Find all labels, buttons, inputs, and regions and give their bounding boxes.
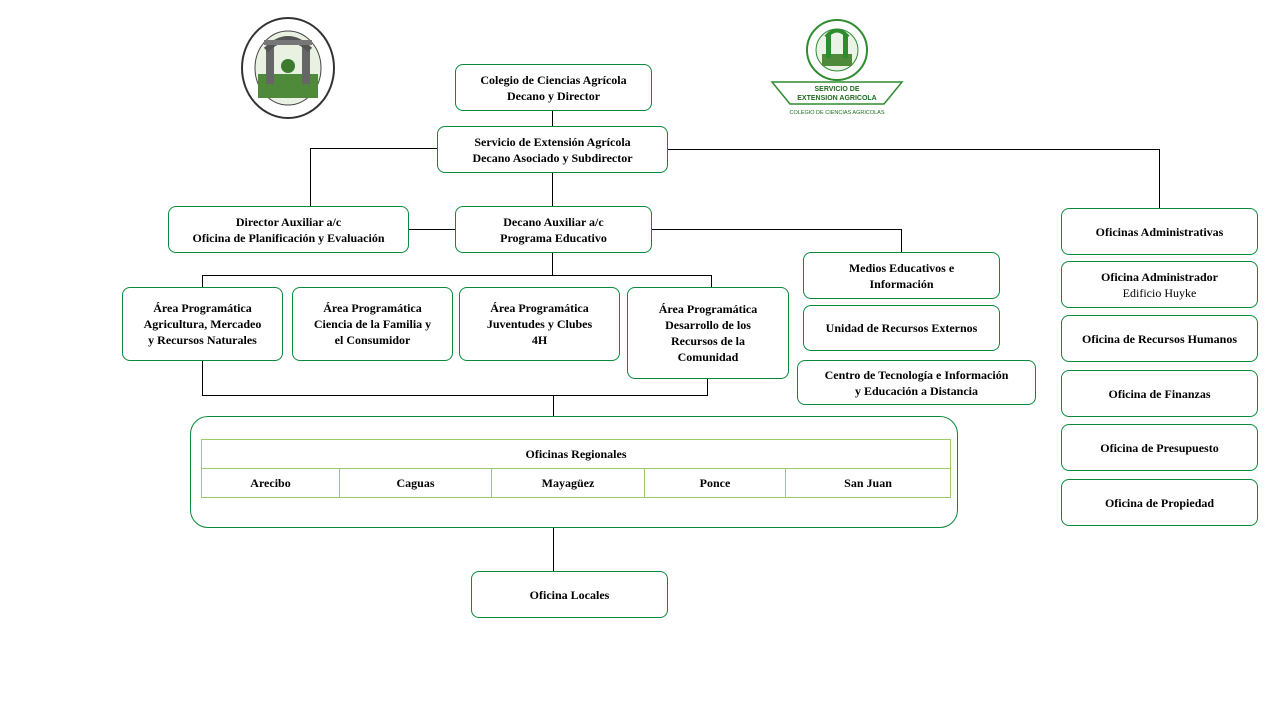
medios-educativos-box: Medios Educativos e Información [803, 252, 1000, 299]
connector [552, 110, 553, 126]
connector [310, 148, 437, 149]
svg-text:SERVICIO DE: SERVICIO DE [815, 86, 860, 93]
connector [1159, 149, 1160, 208]
node-line: Desarrollo de los [665, 318, 751, 332]
node-line: Oficinas Administrativas [1095, 224, 1224, 239]
region-cell-caguas: Caguas [339, 468, 492, 498]
connector [711, 275, 712, 287]
oficina-recursos-humanos-box: Oficina de Recursos Humanos [1061, 315, 1258, 362]
colegio-decano-director-box: Colegio de Ciencias Agrícola Decano y Di… [455, 64, 652, 111]
node-line: Oficina de Recursos Humanos [1081, 331, 1237, 346]
connector [901, 229, 902, 252]
director-auxiliar-box: Director Auxiliar a/c Oficina de Planifi… [168, 206, 409, 253]
area-familia-box: Área Programática Ciencia de la Familia … [292, 287, 453, 361]
connector [202, 275, 203, 287]
node-subtitle: Edificio Huyke [1122, 285, 1197, 300]
node-line: Medios Educativos e [848, 260, 955, 275]
connector [552, 252, 553, 275]
servicio-extension-box: Servicio de Extensión Agrícola Decano As… [437, 126, 668, 173]
area-agricultura-box: Área Programática Agricultura, Mercadeo … [122, 287, 283, 361]
oficina-finanzas-box: Oficina de Finanzas [1061, 370, 1258, 417]
node-line: Información [869, 276, 934, 291]
svg-text:COLEGIO DE CIENCIAS AGRICOLAS: COLEGIO DE CIENCIAS AGRICOLAS [789, 110, 884, 116]
region-cell-ponce: Ponce [644, 468, 786, 498]
oficina-administrador-box: Oficina Administrador Edificio Huyke [1061, 261, 1258, 308]
oficinas-regionales-table: Oficinas Regionales Arecibo Caguas Mayag… [200, 439, 952, 498]
node-line: Área Programática [153, 301, 252, 315]
node-line: Agricultura, Mercadeo [143, 317, 262, 331]
connector [202, 360, 203, 395]
area-comunidad-box: Área Programática Desarrollo de los Recu… [627, 287, 789, 379]
connector [667, 149, 1160, 150]
node-title: Decano Auxiliar a/c [503, 214, 604, 229]
region-cell-arecibo: Arecibo [201, 468, 340, 498]
node-title: Servicio de Extensión Agrícola [474, 134, 631, 149]
oficinas-administrativas-box: Oficinas Administrativas [1061, 208, 1258, 255]
regional-title: Oficinas Regionales [200, 439, 952, 469]
region-cell-san-juan: San Juan [784, 468, 952, 498]
connector [707, 378, 708, 395]
node-line: Unidad de Recursos Externos [825, 321, 978, 335]
table-row: Arecibo Caguas Mayagüez Ponce San Juan [201, 468, 952, 498]
centro-tecnologia-box: Centro de Tecnología e Información y Edu… [797, 360, 1036, 405]
node-line: Comunidad [677, 350, 739, 364]
node-line: Ciencia de la Familia y [313, 317, 432, 331]
decano-auxiliar-box: Decano Auxiliar a/c Programa Educativo [455, 206, 652, 253]
node-line: Oficina de Propiedad [1104, 495, 1215, 510]
node-line: Oficina Locales [529, 587, 610, 602]
node-subtitle: Programa Educativo [500, 230, 607, 245]
node-title: Oficina Administrador [1100, 269, 1218, 284]
node-line: Centro de Tecnología e Información [824, 367, 1009, 382]
connector [553, 395, 554, 423]
connector [202, 275, 712, 276]
oficinas-locales-box: Oficina Locales [471, 571, 668, 618]
connector [310, 148, 311, 206]
svg-text:EXTENSION AGRICOLA: EXTENSION AGRICOLA [797, 95, 876, 102]
node-line: y Educación a Distancia [854, 383, 978, 398]
area-juventudes-box: Área Programática Juventudes y Clubes 4H [459, 287, 620, 361]
extension-agricola-logo: SERVICIO DE EXTENSION AGRICOLA COLEGIO D… [770, 19, 904, 116]
node-line: Oficina de Presupuesto [1100, 440, 1219, 455]
oficina-presupuesto-box: Oficina de Presupuesto [1061, 424, 1258, 471]
oficina-propiedad-box: Oficina de Propiedad [1061, 479, 1258, 526]
node-line: Área Programática [658, 302, 758, 316]
uprm-seal-logo [241, 17, 335, 119]
node-line: Juventudes y Clubes [486, 317, 593, 331]
node-title: Director Auxiliar a/c [235, 214, 342, 229]
node-subtitle: Decano y Director [506, 88, 601, 103]
node-subtitle: Decano Asociado y Subdirector [472, 150, 633, 165]
node-line: Recursos de la [671, 334, 745, 348]
connector [651, 229, 902, 230]
unidad-recursos-externos-box: Unidad de Recursos Externos [803, 305, 1000, 351]
connector [552, 172, 553, 206]
connector [202, 395, 708, 396]
connector [553, 528, 554, 571]
node-line: y Recursos Naturales [148, 333, 257, 347]
node-line: Oficina de Finanzas [1108, 386, 1211, 401]
table-header-row: Oficinas Regionales [200, 439, 952, 469]
node-line: el Consumidor [334, 333, 411, 347]
node-line: 4H [531, 333, 548, 347]
node-line: Área Programática [323, 301, 422, 315]
node-line: Área Programática [490, 301, 589, 315]
node-subtitle: Oficina de Planificación y Evaluación [192, 230, 385, 245]
connector [408, 229, 455, 230]
region-cell-mayaguez: Mayagüez [491, 468, 645, 498]
node-title: Colegio de Ciencias Agrícola [480, 72, 627, 87]
